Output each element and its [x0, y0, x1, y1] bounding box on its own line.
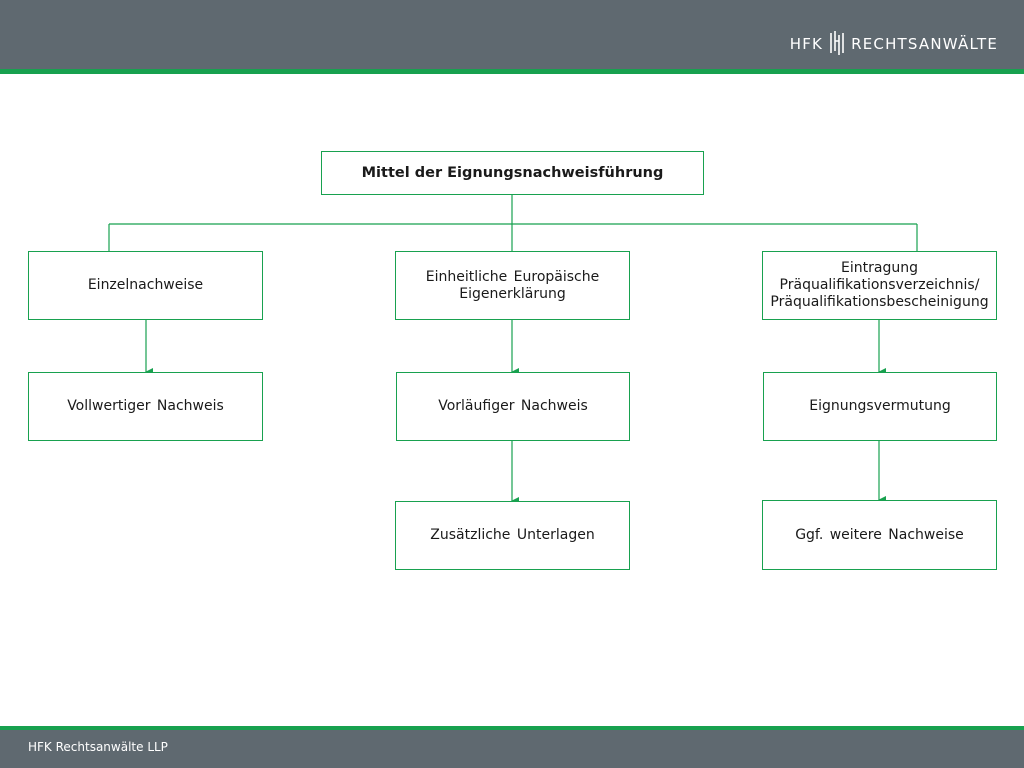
category-node-eee: Einheitliche Europäische Eigenerklärung — [395, 251, 630, 320]
category-node-label: Einzelnachweise — [87, 277, 204, 293]
header-accent-line — [0, 69, 1024, 74]
child-node-weitere-nachweise: Ggf. weitere Nachweise — [762, 500, 997, 570]
logo-mark-icon — [829, 29, 845, 59]
child-node-vorlaeufiger-nachweis: Vorläufiger Nachweis — [396, 372, 630, 441]
child-node-label: Eignungsvermutung — [809, 398, 951, 414]
category-node-einzelnachweise: Einzelnachweise — [28, 251, 263, 320]
child-node-label: Vollwertiger Nachweis — [67, 398, 224, 414]
root-node: Mittel der Eignungsnachweisführung — [321, 151, 704, 195]
root-node-label: Mittel der Eignungsnachweisführung — [361, 164, 664, 181]
category-node-label: Eintragung Präqualifikationsverzeichnis/… — [770, 260, 989, 310]
child-node-label: Vorläufiger Nachweis — [438, 398, 588, 414]
child-node-label: Zusätzliche Unterlagen — [430, 527, 595, 543]
footer-accent-line — [0, 726, 1024, 730]
logo-text-right: RECHTSANWÄLTE — [851, 35, 998, 53]
company-logo: HFK RECHTSANWÄLTE — [790, 29, 998, 59]
child-node-eignungsvermutung: Eignungsvermutung — [763, 372, 997, 441]
footer-bar: HFK Rechtsanwälte LLP — [0, 730, 1024, 768]
child-node-label: Ggf. weitere Nachweise — [795, 526, 964, 543]
child-node-vollwertiger-nachweis: Vollwertiger Nachweis — [28, 372, 263, 441]
footer-company-name: HFK Rechtsanwälte LLP — [28, 740, 168, 754]
child-node-zusaetzliche-unterlagen: Zusätzliche Unterlagen — [395, 501, 630, 570]
logo-text-left: HFK — [789, 35, 824, 53]
header-bar: HFK RECHTSANWÄLTE — [0, 0, 1024, 69]
category-node-label: Einheitliche Europäische Eigenerklärung — [425, 268, 600, 302]
category-node-praequalifikation: Eintragung Präqualifikationsverzeichnis/… — [762, 251, 997, 320]
